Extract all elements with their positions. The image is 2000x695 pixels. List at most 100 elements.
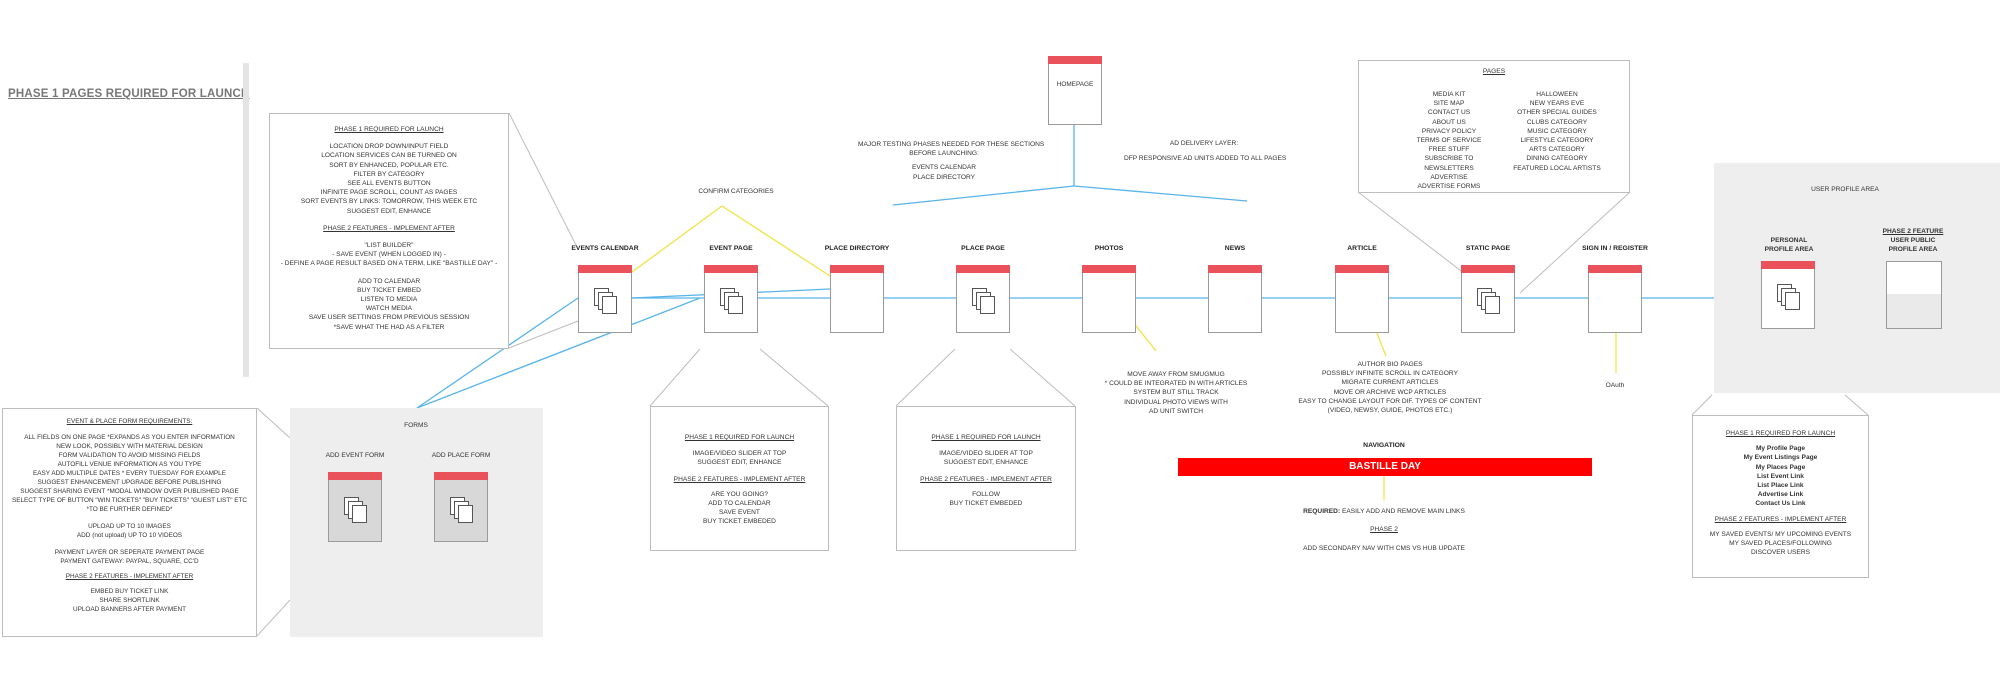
page-node[interactable] (1461, 265, 1515, 333)
pages-item: DINING CATEGORY (1526, 155, 1588, 163)
ad-layer-note: AD DELIVERY LAYER: DFP RESPONSIVE AD UNI… (1124, 139, 1287, 163)
add-place-form-node[interactable] (434, 472, 488, 542)
callout-line: FORM VALIDATION TO AVOID MISSING FIELDS (58, 452, 201, 459)
callout-line: ADD (not upload) UP TO 10 VIDEOS (76, 532, 183, 539)
page-node[interactable] (956, 265, 1010, 333)
page-node[interactable] (1208, 265, 1262, 333)
ad-layer-body: DFP RESPONSIVE AD UNITS ADDED TO ALL PAG… (1124, 155, 1287, 163)
stack-pages-icon (1477, 288, 1501, 316)
add-place-form-label: ADD PLACE FORM (431, 452, 491, 459)
callout-line: SUGGEST EDIT, ENHANCE (697, 459, 782, 467)
node-label: EVENT PAGE (709, 245, 753, 252)
callout-line: - SAVE EVENT (WHEN LOGGED IN) - (332, 251, 446, 259)
pages-col2: HALLOWEEN NEW YEARS EVE OTHER SPECIAL GU… (1507, 90, 1607, 173)
divider (243, 63, 249, 377)
page-node[interactable] (704, 265, 758, 333)
callout-line: My Places Page (1755, 463, 1806, 471)
callout-heading: PHASE 2 FEATURES - IMPLEMENT AFTER (65, 573, 194, 580)
public-profile-node[interactable] (1886, 261, 1942, 329)
note-line: MIGRATE CURRENT ARTICLES (1341, 379, 1439, 387)
navigation-required: REQUIRED: EASILY ADD AND REMOVE MAIN LIN… (1284, 507, 1484, 516)
pages-col1: MEDIA KIT SITE MAP CONTACT US ABOUT US P… (1399, 90, 1499, 191)
callout-line: *SAVE WHAT THE HAD AS A FILTER (333, 323, 445, 331)
testing-note: MAJOR TESTING PHASES NEEDED FOR THESE SE… (858, 140, 1044, 182)
page-node[interactable] (830, 265, 884, 333)
personal-profile-node[interactable] (1761, 261, 1815, 329)
callout-line: ADD TO CALENDAR (357, 277, 421, 285)
note-line: SYSTEM BUT STILL TRACK (1133, 389, 1219, 397)
profile-callout: PHASE 1 REQUIRED FOR LAUNCH My Profile P… (1692, 415, 1869, 578)
callout-line: SORT BY ENHANCED, POPULAR ETC. (329, 161, 449, 169)
note-line: EASY TO CHANGE LAYOUT FOR DIF. TYPES OF … (1298, 397, 1482, 405)
callout-line: - DEFINE A PAGE RESULT BASED ON A TERM, … (280, 260, 498, 268)
pages-item: CONTACT US (1427, 109, 1471, 117)
note-line: * COULD BE INTEGRATED IN WITH ARTICLES (1104, 380, 1248, 388)
stack-pages-icon (594, 288, 618, 316)
callout-line: "LIST BUILDER" (364, 242, 414, 250)
callout-line: SELECT TYPE OF BUTTON "WIN TICKETS" "BUY… (11, 497, 248, 504)
note-line: POSSIBLY INFINITE SCROLL IN CATEGORY (1322, 370, 1458, 378)
callout-line: PAYMENT LAYER OR SEPERATE PAYMENT PAGE (54, 549, 205, 556)
page-header-bar (704, 265, 758, 273)
profile-links: My Profile Page My Event Listings Page M… (1693, 444, 1868, 508)
page-header-bar (1588, 265, 1642, 273)
callout-line: MY SAVED PLACES/FOLLOWING (1729, 540, 1832, 548)
form-requirements-callout: EVENT & PLACE FORM REQUIREMENTS: ALL FIE… (2, 408, 257, 637)
homepage-node[interactable] (1048, 56, 1102, 125)
events-calendar-callout: PHASE 1 REQUIRED FOR LAUNCH LOCATION DRO… (269, 113, 509, 349)
label-line: PHASE 2 FEATURE (1882, 228, 1944, 235)
stack-pages-icon (720, 288, 744, 316)
node-label: NEWS (1224, 245, 1246, 252)
page-node[interactable] (1335, 265, 1389, 333)
pages-item: NEW YEARS EVE (1529, 100, 1585, 108)
callout-heading: PHASE 2 FEATURES - IMPLEMENT AFTER (673, 475, 806, 483)
stack-pages-icon (1777, 284, 1801, 312)
photos-note: MOVE AWAY FROM SMUGMUG * COULD BE INTEGR… (1096, 370, 1256, 416)
navigation-phase2-text: ADD SECONDARY NAV WITH CMS VS HUB UPDATE (1303, 545, 1465, 552)
oauth-label: OAuth (1605, 382, 1625, 389)
callout-line: INFINITE PAGE SCROLL, COUNT AS PAGES (320, 189, 458, 197)
page-header-bar (578, 265, 632, 273)
callout-line: SAVE USER SETTINGS FROM PREVIOUS SESSION (308, 314, 470, 322)
stack-pages-icon (972, 288, 996, 316)
note-line: MOVE OR ARCHIVE WCP ARTICLES (1333, 388, 1447, 396)
article-note: AUTHOR BIO PAGES POSSIBLY INFINITE SCROL… (1290, 360, 1490, 415)
pages-item: MUSIC CATEGORY (1527, 127, 1587, 135)
ad-layer-title: AD DELIVERY LAYER: (1169, 140, 1239, 147)
callout-line: SEE ALL EVENTS BUTTON (347, 180, 431, 188)
page-title: PHASE 1 PAGES REQUIRED FOR LAUNCH (8, 88, 250, 100)
pages-item: LIFESTYLE CATEGORY (1520, 137, 1594, 145)
page-header-bar (830, 265, 884, 273)
pages-item: TERMS OF SERVICE (1416, 137, 1482, 145)
callout-line: BUY TICKET EMBEDED (703, 518, 776, 526)
callout-line: LOCATION DROP DOWN/INPUT FIELD (329, 143, 449, 151)
callout-line: BUY TICKET EMBED (357, 286, 421, 294)
pages-item: OTHER SPECIAL GUIDES (1517, 109, 1597, 117)
page-header-bar (1461, 265, 1515, 273)
callout-heading: PHASE 2 FEATURES - IMPLEMENT AFTER (323, 224, 455, 232)
callout-heading: PHASE 2 FEATURES - IMPLEMENT AFTER (1714, 515, 1847, 523)
callout-line: EASY ADD MULTIPLE DATES * EVERY TUESDAY … (33, 470, 226, 477)
pages-callout: PAGES MEDIA KIT SITE MAP CONTACT US ABOU… (1358, 60, 1630, 193)
page-node[interactable] (578, 265, 632, 333)
page-node[interactable] (1588, 265, 1642, 333)
callout-line: ALL FIELDS ON ONE PAGE *EXPANDS AS YOU E… (24, 434, 235, 441)
callout-line: AUTOFILL VENUE INFORMATION AS YOU TYPE (57, 461, 202, 468)
callout-line: LOCATION SERVICES CAN BE TURNED ON (321, 152, 457, 160)
page-header-bar (1761, 261, 1815, 269)
pages-item: ARTS CATEGORY (1529, 146, 1585, 154)
note-line: (VIDEO, NEWSY, GUIDE, PHOTOS ETC.) (1327, 407, 1453, 415)
callout-line: BUY TICKET EMBEDED (949, 500, 1023, 508)
add-event-form-label: ADD EVENT FORM (325, 452, 385, 459)
add-event-form-node[interactable] (328, 472, 382, 542)
callout-line: IMAGE/VIDEO SLIDER AT TOP (939, 450, 1033, 458)
callout-line: DISCOVER USERS (1751, 549, 1810, 557)
callout-heading: PHASE 1 REQUIRED FOR LAUNCH (684, 434, 795, 441)
pages-item: ADVERTISE FORMS (1417, 183, 1481, 191)
pages-item: PRIVACY POLICY (1421, 127, 1477, 135)
pages-item: SUBSCRIBE TO NEWSLETTERS (1424, 155, 1474, 172)
page-node[interactable] (1082, 265, 1136, 333)
node-label: PLACE DIRECTORY (824, 245, 890, 252)
pages-item: CLUBS CATEGORY (1526, 118, 1588, 126)
bastille-day-banner[interactable]: BASTILLE DAY (1178, 458, 1592, 476)
